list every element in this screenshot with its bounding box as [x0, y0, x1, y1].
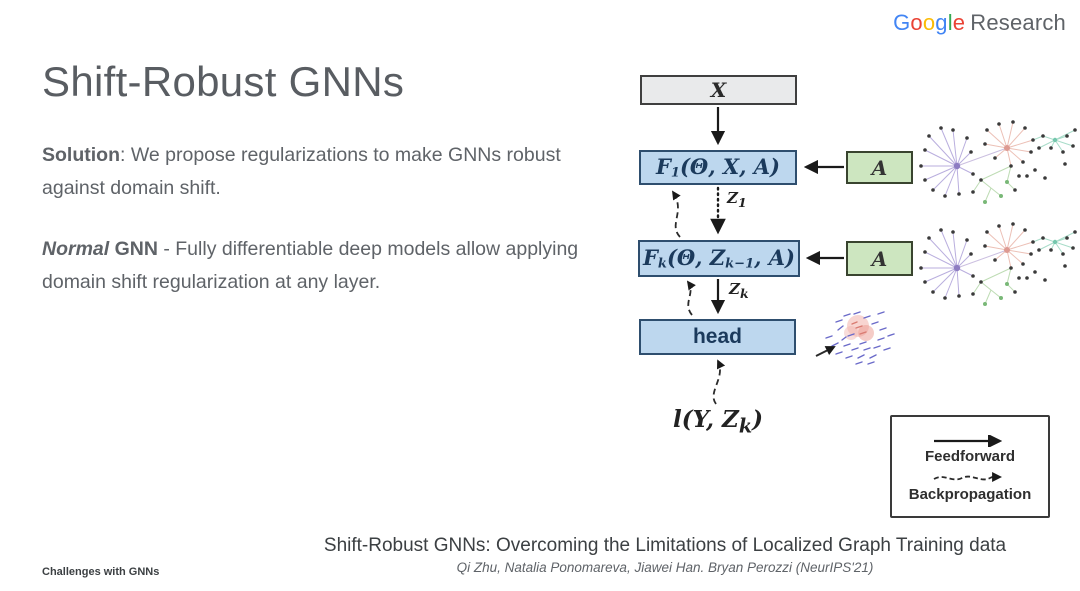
logo-letter: g	[935, 10, 948, 35]
graph-network-image-2	[918, 221, 1078, 307]
f1-sub: 1	[670, 165, 680, 181]
fk-args-1: (Θ, Z	[666, 245, 726, 271]
solution-lead: Solution	[42, 144, 120, 166]
embedding-cluster-arrow	[815, 346, 836, 357]
z1-sub: 1	[737, 195, 747, 210]
embedding-cluster-image	[825, 311, 895, 365]
loss-label: l(Y, Zk)	[658, 406, 778, 438]
x-input-label: X	[710, 78, 727, 102]
solution-paragraph: Solution: We propose regularizations to …	[42, 139, 582, 205]
fk-layer-label: Fk(Θ, Zk−1, A)	[643, 245, 795, 272]
logo-letter: e	[952, 10, 966, 35]
normal-gnn-paragraph: Normal GNN - Fully differentiable deep m…	[42, 233, 582, 299]
loss-sub: k	[738, 414, 753, 438]
logo-letter: G	[893, 10, 911, 35]
zk-sub: k	[739, 286, 749, 301]
x-input-box: X	[640, 75, 797, 105]
normal-lead-bold: GNN	[109, 238, 158, 260]
legend-box: Feedforward Backpropagation	[890, 415, 1050, 518]
adjacency-label-2: A	[871, 246, 888, 271]
logo-letter: o	[910, 10, 923, 35]
logo-research-label: Research	[970, 10, 1066, 35]
f1-args: (Θ, X, A)	[679, 154, 780, 180]
zk-label: Zk	[729, 280, 749, 301]
adjacency-box-2: A	[846, 241, 913, 276]
head-label: head	[692, 325, 742, 348]
z1-base: Z	[727, 189, 738, 207]
fk-args-2: , A)	[754, 245, 795, 271]
backpropagation-arrow-icon	[933, 471, 1002, 482]
f1-base: F	[656, 154, 671, 180]
zk-base: Z	[729, 280, 740, 298]
f1-layer-box: F1(Θ, X, A)	[639, 150, 797, 185]
fk-args-sub: k−1	[725, 256, 755, 272]
adjacency-box-1: A	[846, 151, 913, 184]
fk-layer-box: Fk(Θ, Zk−1, A)	[638, 240, 800, 277]
logo-letter: o	[922, 10, 936, 35]
head-box: head	[639, 319, 796, 355]
citation-title: Shift-Robust GNNs: Overcoming the Limita…	[323, 535, 1007, 556]
normal-lead-italic: Normal	[42, 238, 110, 260]
section-label: Challenges with GNNs	[42, 566, 160, 578]
fk-base: F	[643, 245, 658, 271]
normal-text: - Fully differentiable deep models allow…	[42, 238, 579, 293]
feedforward-arrow-icon	[934, 435, 1003, 447]
loss-close: )	[752, 406, 764, 433]
legend-backpropagation-label: Backpropagation	[908, 485, 1032, 503]
z1-label: Z1	[727, 189, 747, 210]
slide-title: Shift-Robust GNNs	[42, 58, 405, 105]
logo-letter: l	[947, 10, 953, 35]
loss-base: l(Y, Z	[672, 406, 739, 433]
adjacency-label-1: A	[871, 155, 888, 180]
legend-feedforward-label: Feedforward	[924, 448, 1015, 465]
solution-text: : We propose regularizations to make GNN…	[42, 144, 561, 199]
citation-authors: Qi Zhu, Natalia Ponomareva, Jiawei Han. …	[456, 560, 874, 575]
fk-sub: k	[657, 256, 667, 272]
backpropagation-arrows	[672, 190, 726, 405]
graph-network-image-1	[918, 119, 1078, 205]
f1-layer-label: F1(Θ, X, A)	[656, 154, 780, 181]
